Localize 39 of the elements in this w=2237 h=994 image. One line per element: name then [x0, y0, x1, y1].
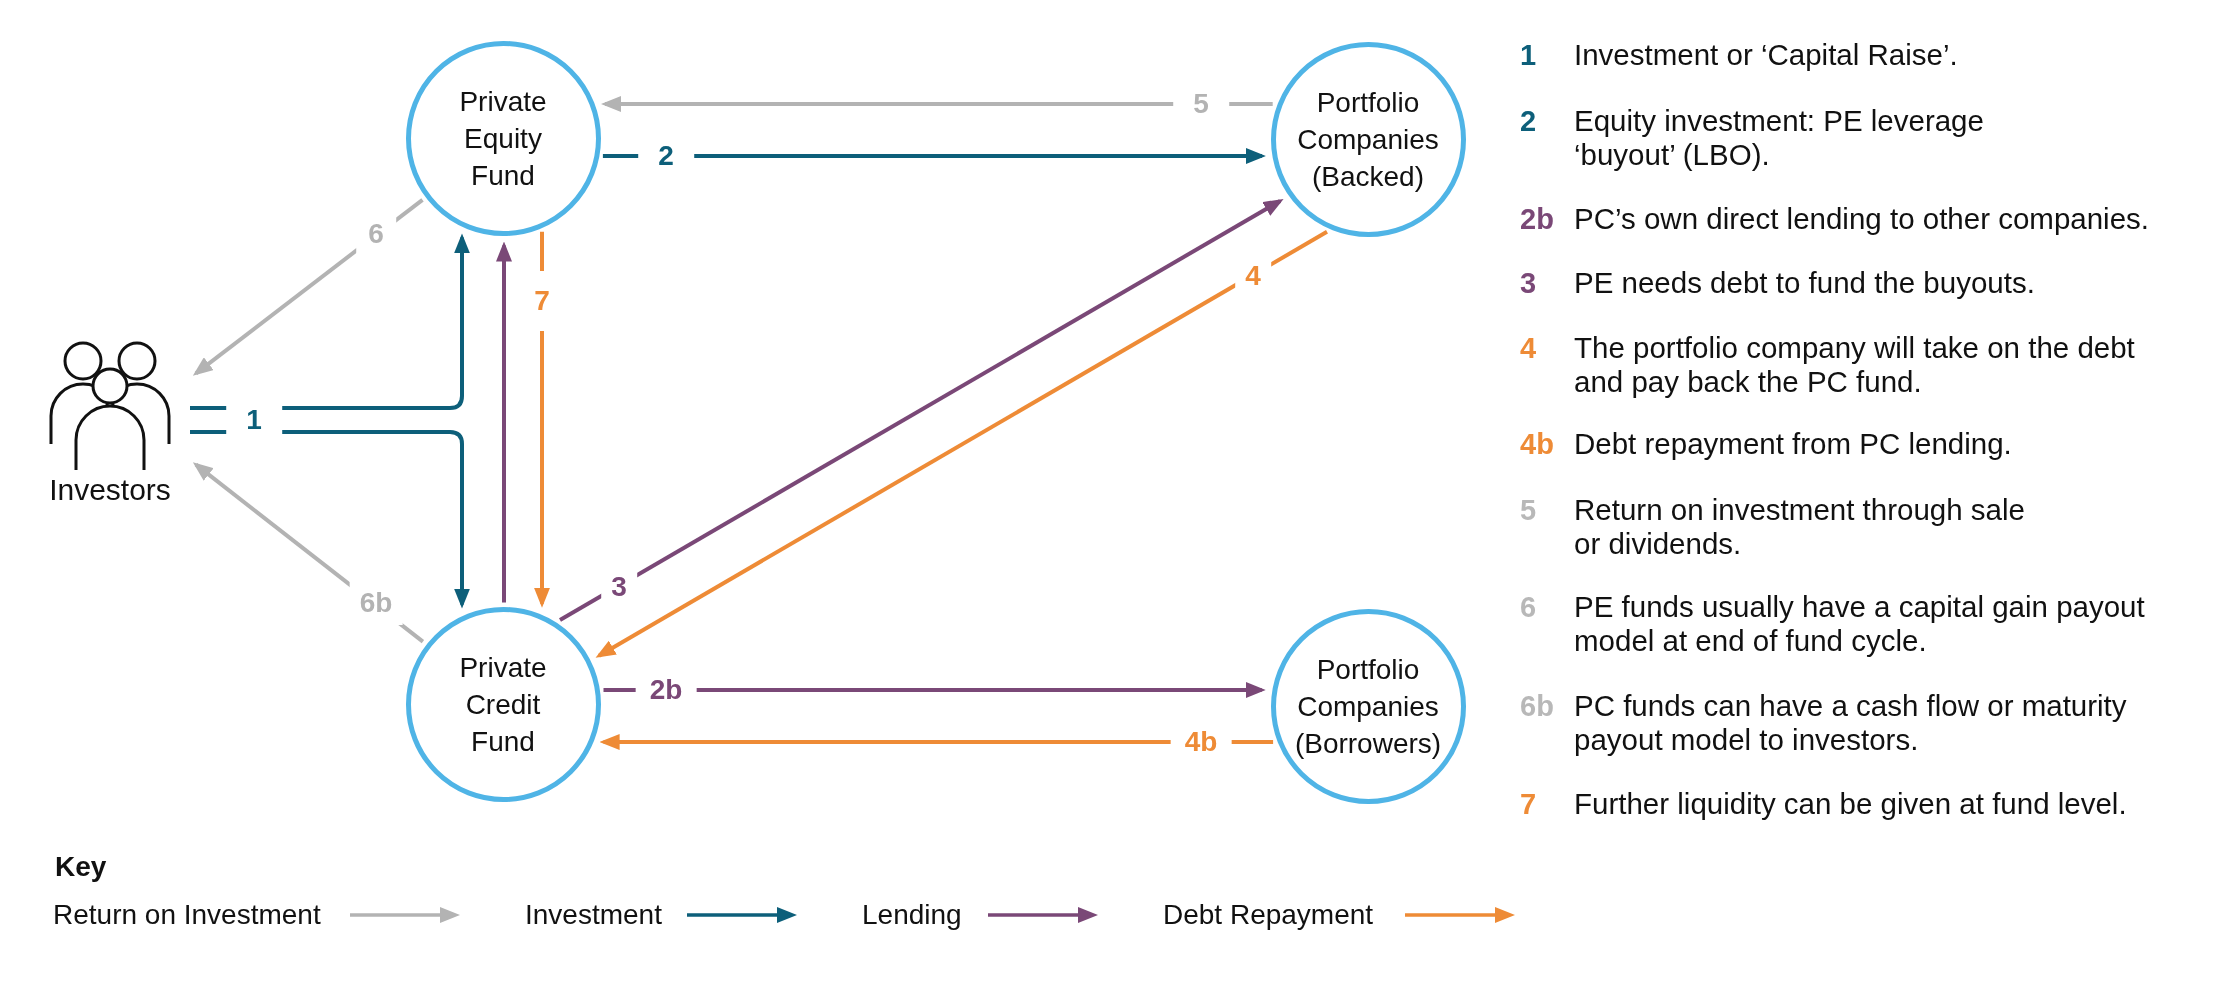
legend-label: Investment	[525, 899, 662, 931]
note-number: 6	[1520, 590, 1537, 624]
note-text: Investment or ‘Capital Raise’.	[1574, 38, 1958, 72]
note-text: Return on investment through sale or dividends.	[1574, 493, 2026, 561]
flow-arrow	[595, 230, 1328, 658]
note-number: 4b	[1520, 427, 1554, 461]
node-label: Portfolio Companies (Backed)	[1296, 85, 1440, 194]
legend-label: Debt Repayment	[1163, 899, 1374, 931]
note-number: 3	[1520, 266, 1537, 300]
note-number: 2	[1520, 104, 1537, 138]
note-number: 5	[1520, 493, 1537, 527]
note-text: PE funds usually have a capital gain payout model at end of fund cycle.	[1574, 590, 2146, 658]
note-text: Debt repayment from PC lending.	[1574, 427, 2012, 461]
edge-label: 1	[226, 404, 282, 436]
note-text: PC funds can have a cash flow or maturity payout model to investors.	[1574, 689, 2128, 757]
legend-label: Lending	[862, 899, 962, 931]
note-text: PE needs debt to fund the buyouts.	[1574, 266, 2035, 300]
node-label: Investors	[49, 472, 171, 508]
note-number: 4	[1520, 331, 1537, 365]
node-label: Portfolio Companies (Borrowers)	[1293, 652, 1443, 761]
flow-arrow	[601, 96, 1273, 112]
note-number: 2b	[1520, 202, 1554, 236]
legend-title: Key	[55, 851, 107, 883]
note-text: Equity investment: PE leverage ‘buyout’ (LBO).	[1574, 104, 1985, 172]
flow-arrow	[602, 148, 1266, 164]
flow-arrow	[559, 198, 1284, 622]
legend-label: Return on Investment	[53, 899, 321, 931]
node-label: Private Equity Fund	[458, 84, 548, 193]
flow-arrow	[599, 734, 1274, 750]
node-label: Private Credit Fund	[458, 650, 548, 759]
edge-label: 6b	[349, 581, 403, 625]
note-text: The portfolio company will take on the debt and pay back the PC fund.	[1574, 331, 2136, 399]
note-number: 6b	[1520, 689, 1554, 723]
flow-arrow	[603, 682, 1266, 698]
flow-arrow	[496, 241, 512, 603]
note-text: Further liquidity can be given at fund level.	[1574, 787, 2127, 821]
note-number: 7	[1520, 787, 1537, 821]
note-text: PC’s own direct lending to other companies.	[1574, 202, 2150, 236]
note-number: 1	[1520, 38, 1537, 72]
